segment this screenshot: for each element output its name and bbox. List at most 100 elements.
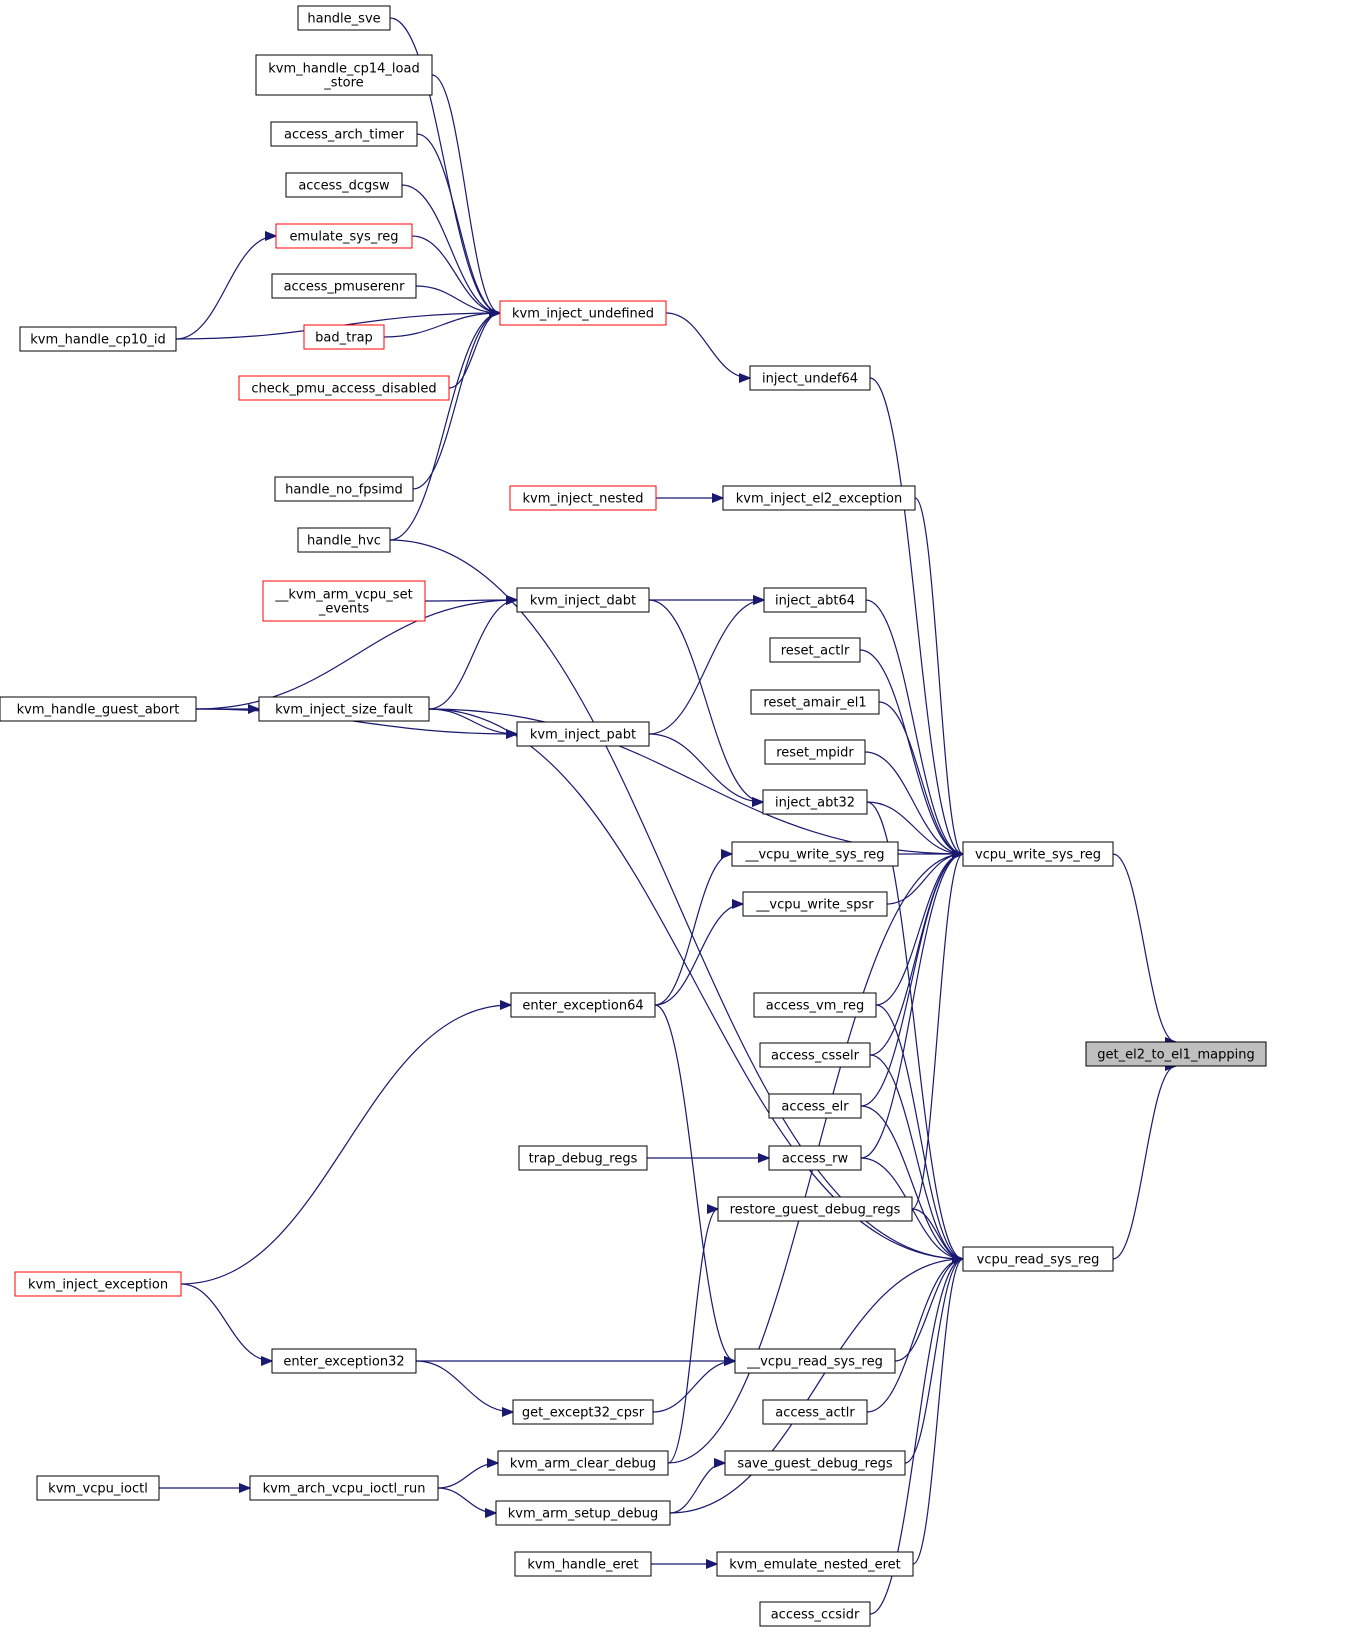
node-label: kvm_handle_cp10_id bbox=[30, 333, 166, 348]
node-arch-timer[interactable]: access_arch_timer bbox=[270, 121, 418, 147]
edge-vm_reg-to-vwsr bbox=[875, 854, 964, 1006]
edge-save_dbg-to-vrsr bbox=[904, 1259, 964, 1464]
node-pabt[interactable]: kvm_inject_pabt bbox=[516, 721, 650, 747]
node-write-spsr[interactable]: __vcpu_write_spsr bbox=[742, 891, 888, 917]
edge-restore_dbg-to-vwsr bbox=[911, 854, 964, 1210]
edge-cp10-to-emulate bbox=[175, 236, 276, 340]
node-label: access_ccsidr bbox=[771, 1608, 860, 1623]
node-box bbox=[297, 527, 391, 553]
node-undef64[interactable]: inject_undef64 bbox=[749, 365, 871, 391]
node-exc32[interactable]: enter_exception32 bbox=[271, 1348, 417, 1374]
node-vm-reg[interactable]: access_vm_reg bbox=[753, 992, 877, 1018]
node-vcpu-ioctl[interactable]: kvm_vcpu_ioctl bbox=[36, 1475, 160, 1501]
edge-access_actlr-to-vrsr bbox=[866, 1259, 963, 1413]
node-box bbox=[271, 1348, 417, 1374]
node-check-pmu[interactable]: check_pmu_access_disabled bbox=[238, 375, 450, 401]
node-pmuserenr[interactable]: access_pmuserenr bbox=[271, 273, 417, 299]
node-box bbox=[274, 476, 414, 502]
node-ioctl-run[interactable]: kvm_arch_vcpu_ioctl_run bbox=[249, 1475, 439, 1501]
node-reset-mpidr[interactable]: reset_mpidr bbox=[764, 739, 866, 765]
node-label: kvm_inject_exception bbox=[28, 1278, 168, 1293]
node-access-actlr[interactable]: access_actlr bbox=[762, 1399, 868, 1425]
node-handle-eret[interactable]: kvm_handle_eret bbox=[514, 1551, 652, 1577]
edge-setup_debug-to-save_dbg bbox=[669, 1463, 726, 1514]
node-elr[interactable]: access_elr bbox=[768, 1093, 862, 1119]
node-label: kvm_inject_pabt bbox=[530, 728, 636, 743]
edge-vrsr-to-root bbox=[1112, 1066, 1177, 1260]
node-box bbox=[249, 1475, 439, 1501]
edge-emulate-to-undef bbox=[411, 235, 500, 313]
edge-pmuserenr-to-undef bbox=[415, 285, 500, 313]
node-box bbox=[962, 1246, 1114, 1272]
node-inj-exc[interactable]: kvm_inject_exception bbox=[14, 1271, 182, 1297]
node-reset-actlr[interactable]: reset_actlr bbox=[769, 637, 861, 663]
node-dcgsw[interactable]: access_dcgsw bbox=[285, 172, 403, 198]
node-nested-eret[interactable]: kvm_emulate_nested_eret bbox=[716, 1551, 914, 1577]
node-clear-debug[interactable]: kvm_arm_clear_debug bbox=[497, 1450, 669, 1476]
node-el2exc[interactable]: kvm_inject_el2_exception bbox=[722, 485, 916, 511]
node-box bbox=[762, 789, 868, 815]
node-label: reset_mpidr bbox=[776, 746, 854, 761]
node-nested[interactable]: kvm_inject_nested bbox=[509, 485, 657, 511]
edge-cp14-to-undef bbox=[431, 74, 501, 313]
node-vrsr-internal[interactable]: __vcpu_read_sys_reg bbox=[734, 1348, 896, 1374]
node-box bbox=[514, 1551, 652, 1577]
node-vrsr[interactable]: vcpu_read_sys_reg bbox=[962, 1246, 1114, 1272]
node-dabt[interactable]: kvm_inject_dabt bbox=[516, 587, 650, 613]
edge-abt32-to-vwsr bbox=[866, 801, 963, 854]
node-restore-dbg[interactable]: restore_guest_debug_regs bbox=[717, 1196, 913, 1222]
node-box bbox=[764, 739, 866, 765]
node-label: kvm_arm_clear_debug bbox=[510, 1457, 656, 1472]
node-size-fault[interactable]: kvm_inject_size_fault bbox=[258, 696, 430, 722]
edge-reset_amair-to-vwsr bbox=[878, 701, 964, 854]
edge-csselr-to-vrsr bbox=[869, 1054, 964, 1259]
edge-reset_mpidr-to-vwsr bbox=[864, 751, 963, 854]
node-cp10[interactable]: kvm_handle_cp10_id bbox=[19, 326, 177, 352]
node-box bbox=[769, 637, 861, 663]
node-save-dbg[interactable]: save_guest_debug_regs bbox=[724, 1450, 906, 1476]
node-box bbox=[270, 121, 418, 147]
node-abt64[interactable]: inject_abt64 bbox=[763, 587, 867, 613]
node-label: access_actlr bbox=[775, 1406, 855, 1421]
node-setup-debug[interactable]: kvm_arm_setup_debug bbox=[495, 1500, 671, 1526]
node-emulate[interactable]: emulate_sys_reg bbox=[275, 223, 413, 249]
edge-vwsr-to-root bbox=[1112, 853, 1177, 1042]
node-cp14[interactable]: kvm_handle_cp14_load_store bbox=[255, 54, 433, 96]
node-bad-trap[interactable]: bad_trap bbox=[303, 324, 385, 350]
node-undef[interactable]: kvm_inject_undefined bbox=[499, 300, 667, 326]
node-box bbox=[303, 324, 385, 350]
node-abt32[interactable]: inject_abt32 bbox=[762, 789, 868, 815]
node-trap-debug[interactable]: trap_debug_regs bbox=[518, 1145, 648, 1171]
node-guest-abort[interactable]: kvm_handle_guest_abort bbox=[0, 696, 197, 722]
edge-abt64-to-vwsr bbox=[865, 599, 964, 854]
node-label: kvm_inject_undefined bbox=[512, 307, 654, 322]
node-box bbox=[19, 326, 177, 352]
node-ccsidr[interactable]: access_ccsidr bbox=[759, 1601, 871, 1627]
node-label: enter_exception32 bbox=[283, 1355, 404, 1370]
node-csselr[interactable]: access_csselr bbox=[759, 1042, 871, 1068]
node-root[interactable]: get_el2_to_el1_mapping bbox=[1085, 1041, 1267, 1067]
node-hvc[interactable]: handle_hvc bbox=[297, 527, 391, 553]
node-vwsr[interactable]: vcpu_write_sys_reg bbox=[962, 841, 1114, 867]
node-access-rw[interactable]: access_rw bbox=[768, 1145, 862, 1171]
node-box bbox=[275, 223, 413, 249]
node-no-fpsimd[interactable]: handle_no_fpsimd bbox=[274, 476, 414, 502]
edge-dcgsw-to-undef bbox=[401, 184, 500, 313]
node-reset-amair[interactable]: reset_amair_el1 bbox=[750, 689, 880, 715]
node-exc64[interactable]: enter_exception64 bbox=[510, 992, 656, 1018]
edge-pabt-to-abt64 bbox=[648, 600, 764, 735]
edge-exc32-to-cpsr bbox=[415, 1360, 513, 1412]
node-vwsr-internal[interactable]: __vcpu_write_sys_reg bbox=[731, 841, 899, 867]
node-box bbox=[262, 580, 426, 622]
node-setevents[interactable]: __kvm_arm_vcpu_set_events bbox=[262, 580, 426, 622]
node-box bbox=[512, 1399, 654, 1425]
edge-size_fault-to-vwsr bbox=[428, 708, 963, 854]
node-cpsr[interactable]: get_except32_cpsr bbox=[512, 1399, 654, 1425]
node-label: get_el2_to_el1_mapping bbox=[1097, 1048, 1254, 1063]
node-handle-sve[interactable]: handle_sve bbox=[297, 5, 391, 31]
node-label: __vcpu_write_sys_reg bbox=[744, 848, 884, 863]
node-label: kvm_arch_vcpu_ioctl_run bbox=[263, 1482, 426, 1497]
node-box bbox=[36, 1475, 160, 1501]
node-label: restore_guest_debug_regs bbox=[730, 1203, 901, 1218]
node-label: check_pmu_access_disabled bbox=[251, 382, 436, 397]
